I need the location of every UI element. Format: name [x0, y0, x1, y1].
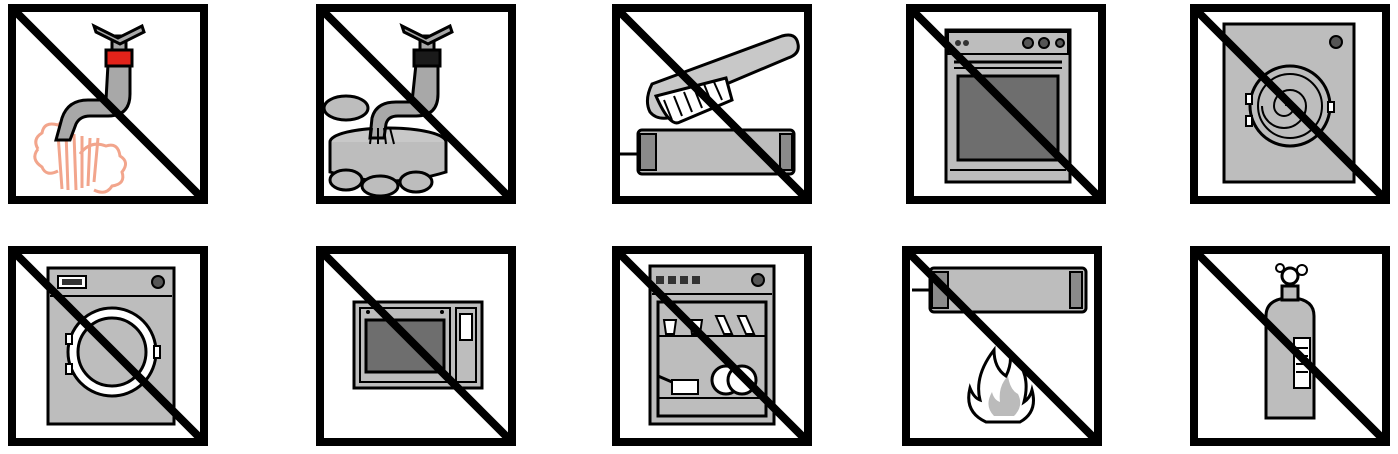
no-hot-water-tap-icon — [8, 4, 208, 204]
no-oven-icon — [906, 4, 1106, 204]
no-washing-machine-icon — [8, 246, 208, 446]
no-tap-washing-icon — [316, 4, 516, 204]
no-gas-cylinder-icon — [1190, 246, 1390, 446]
no-microwave-icon — [316, 246, 516, 446]
no-fire-heat-icon — [902, 246, 1102, 446]
no-brush-scrubbing-icon — [612, 4, 812, 204]
no-tumble-dryer-icon — [1190, 4, 1390, 204]
no-dishwasher-icon — [612, 246, 812, 446]
